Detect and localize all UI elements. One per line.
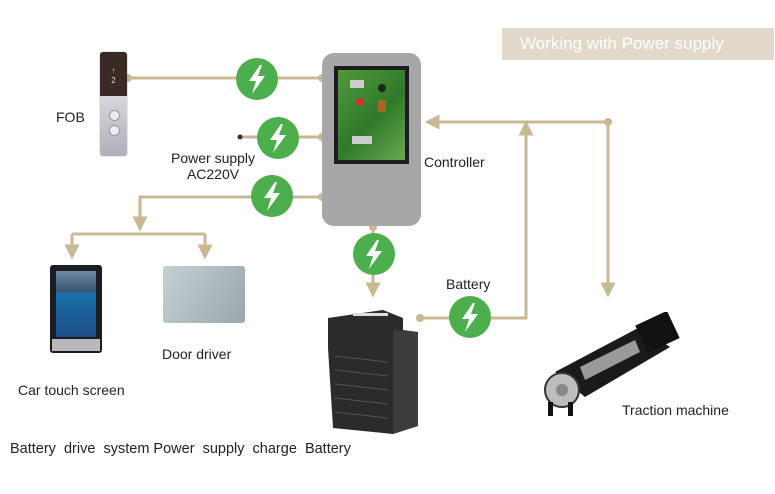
battery-device [328, 310, 418, 434]
title-banner: Working with Power supply [502, 28, 774, 60]
wire-controller-devices [138, 195, 322, 222]
traction-machine-device [544, 312, 680, 416]
fob-button [109, 125, 120, 136]
lightning-icon [236, 58, 278, 100]
lightning-icon [353, 233, 395, 275]
power-supply-label-line1: Power supply [171, 150, 256, 166]
door-driver-device [163, 266, 245, 323]
power-supply-label: Power supply AC220V [171, 150, 255, 182]
diagram-caption: Battery drive system Power supply charge… [10, 441, 351, 457]
fob-device: ↑2 [100, 52, 127, 156]
controller-label: Controller [424, 154, 485, 170]
fob-label: FOB [56, 109, 85, 125]
lightning-icon [449, 296, 491, 338]
door-driver-label: Door driver [162, 346, 232, 362]
battery-label: Battery [446, 276, 491, 292]
car-touch-screen-label: Car touch screen [18, 382, 125, 398]
power-supply-label-line2: AC220V [186, 166, 240, 182]
lightning-icon [251, 175, 293, 217]
fob-button [109, 110, 120, 121]
lightning-icon [257, 117, 299, 159]
traction-machine-label: Traction machine [622, 402, 729, 418]
car-touch-screen-device [50, 265, 102, 353]
controller-board [334, 66, 409, 164]
fob-arrow: ↑ [111, 66, 116, 75]
fob-floor: 2 [111, 76, 116, 85]
banner-title: Working with Power supply [520, 34, 724, 53]
